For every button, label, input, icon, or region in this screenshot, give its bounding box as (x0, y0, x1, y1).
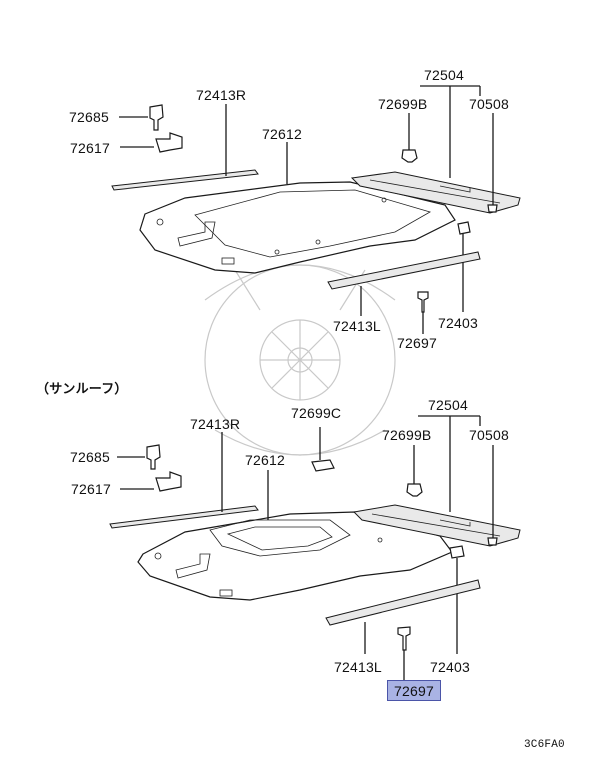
label-72699c-bottom: 72699C (291, 405, 342, 421)
label-72685-top: 72685 (69, 109, 109, 125)
screw-72697-part (417, 291, 429, 334)
trim-72413r-part (109, 432, 259, 529)
label-72699b-bottom: 72699B (382, 427, 432, 443)
label-72403-top: 72403 (438, 315, 478, 331)
label-72697-top: 72697 (397, 335, 437, 351)
rail-72504-part (350, 85, 521, 214)
bottom-assembly (109, 415, 521, 680)
bracket-72617-part (120, 471, 182, 492)
label-72612-top: 72612 (262, 126, 302, 142)
label-72413r-bottom: 72413R (190, 416, 241, 432)
clip-72685-part (117, 444, 161, 470)
bracket-70508-part (487, 445, 498, 546)
label-70508-bottom: 70508 (469, 427, 509, 443)
label-70508-top: 70508 (469, 96, 509, 112)
diagram-code: 3C6FA0 (524, 739, 565, 751)
trim-72413l-part (325, 579, 481, 654)
label-72413l-bottom: 72413L (334, 659, 382, 675)
clip-72699b-part (406, 445, 423, 497)
bracket-72617-part (120, 132, 183, 153)
clip-72685-part (119, 104, 164, 131)
rail-72504-part (352, 415, 521, 547)
bracket-72699c-part (311, 427, 335, 472)
highlighted-part-label-72697[interactable]: 72697 (387, 680, 441, 701)
label-72504-top: 72504 (424, 67, 464, 83)
section-title-sunroof: （サンルーフ） (36, 381, 128, 396)
bracket-72403-part (449, 545, 465, 654)
headliner-72612-part (137, 470, 453, 601)
trim-72413l-part (327, 251, 481, 316)
headliner-72612-part (139, 142, 456, 274)
label-72617-bottom: 72617 (71, 481, 111, 497)
trim-72413r-part (111, 104, 259, 191)
screw-72697-part (397, 626, 411, 680)
top-assembly (111, 85, 521, 334)
bracket-72403-part (457, 221, 471, 312)
clip-72699b-part (401, 113, 418, 163)
label-72699b-top: 72699B (378, 96, 428, 112)
label-72413l-top: 72413L (333, 318, 381, 334)
bracket-70508-part (487, 113, 498, 213)
label-72413r-top: 72413R (196, 87, 247, 103)
label-72617-top: 72617 (70, 140, 110, 156)
label-72403-bottom: 72403 (430, 659, 470, 675)
label-72685-bottom: 72685 (70, 449, 110, 465)
label-72504-bottom: 72504 (428, 397, 468, 413)
label-72612-bottom: 72612 (245, 452, 285, 468)
watermark-emblem (204, 264, 396, 456)
